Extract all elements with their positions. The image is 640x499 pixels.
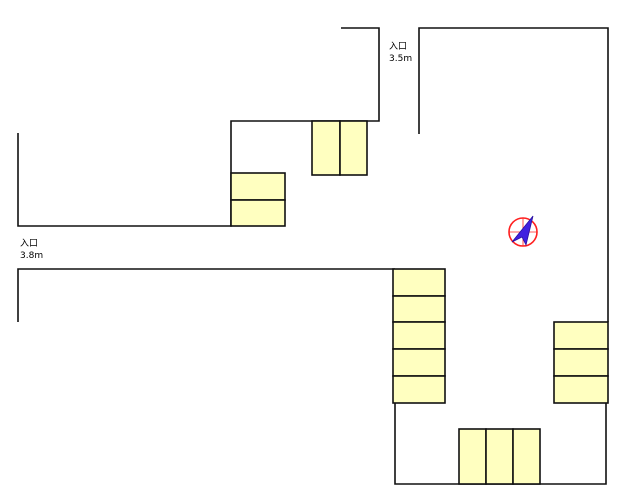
parking-space	[230, 172, 286, 201]
entrance-width: 3.5m	[389, 54, 412, 64]
boundary-walls	[17, 27, 609, 485]
compass-north-icon	[508, 215, 538, 247]
right-top-wall	[418, 27, 609, 322]
entrance-name: 入口	[20, 238, 38, 249]
lower-left-wall	[17, 268, 395, 322]
parking-space	[553, 375, 609, 404]
parking-space	[392, 295, 446, 323]
parking-space	[458, 428, 487, 485]
parking-space	[339, 120, 368, 176]
entrance-label-left: 入口 3.8m	[20, 238, 43, 261]
parking-space	[311, 120, 341, 176]
entrance-width: 3.8m	[20, 251, 43, 261]
parking-space	[553, 348, 609, 377]
parking-space	[485, 428, 514, 485]
parking-space	[553, 321, 609, 350]
parking-space	[392, 321, 446, 350]
entrance-name: 入口	[389, 41, 407, 52]
parking-spaces	[230, 120, 609, 485]
parking-space	[392, 348, 446, 377]
parking-space	[230, 199, 286, 227]
parking-space	[392, 375, 446, 404]
entrance-label-top: 入口 3.5m	[389, 41, 412, 64]
upper-left-wall	[17, 27, 380, 227]
compass-needle	[511, 215, 534, 247]
parking-space	[392, 268, 446, 297]
parking-space	[512, 428, 541, 485]
